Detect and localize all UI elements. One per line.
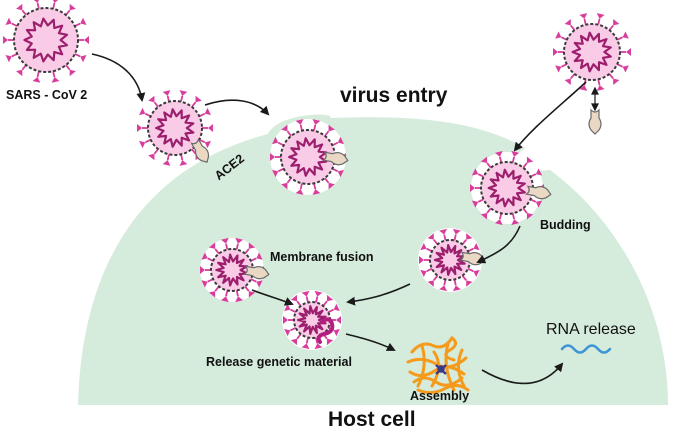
ace2-receptor-icon — [242, 265, 270, 280]
virus-icon — [270, 119, 346, 195]
label-sars-cov2: SARS - CoV 2 — [6, 88, 88, 102]
label-release-genetic-material: Release genetic material — [206, 355, 352, 369]
assembly-core-icon — [435, 364, 447, 375]
rna-strand-icon — [560, 344, 612, 354]
arrow-transport-to-release — [346, 283, 411, 306]
label-host-cell: Host cell — [328, 408, 416, 431]
arrow-assembly-to-rna — [481, 362, 564, 385]
ace2-receptor-icon — [321, 151, 349, 166]
ace2-receptor-icon — [190, 137, 210, 163]
virus-icon — [137, 90, 213, 166]
arrow-fusion-to-release — [251, 289, 294, 306]
arrow-approach — [91, 53, 146, 102]
released-rna-icon — [316, 317, 335, 344]
label-assembly: Assembly — [410, 389, 470, 403]
label-rna-release: RNA release — [546, 321, 636, 338]
label-virus-entry: virus entry — [340, 84, 448, 107]
virus-icon — [553, 13, 631, 91]
arrow-budding-to-transport — [476, 225, 521, 264]
arrow-to-budding — [513, 81, 587, 152]
arrow-binding — [204, 99, 270, 116]
flow-arrows — [91, 53, 587, 385]
double-arrow-icon — [591, 86, 599, 112]
arrow-release-to-assembly — [345, 333, 396, 351]
ace2-receptor-icon — [588, 108, 602, 135]
label-budding: Budding — [540, 218, 591, 232]
virus-icon — [3, 0, 89, 83]
ace2-receptor-icon — [524, 185, 552, 200]
virus-icon — [470, 151, 544, 225]
label-membrane-fusion: Membrane fusion — [270, 250, 374, 264]
assembly-cluster-icon — [406, 335, 470, 395]
